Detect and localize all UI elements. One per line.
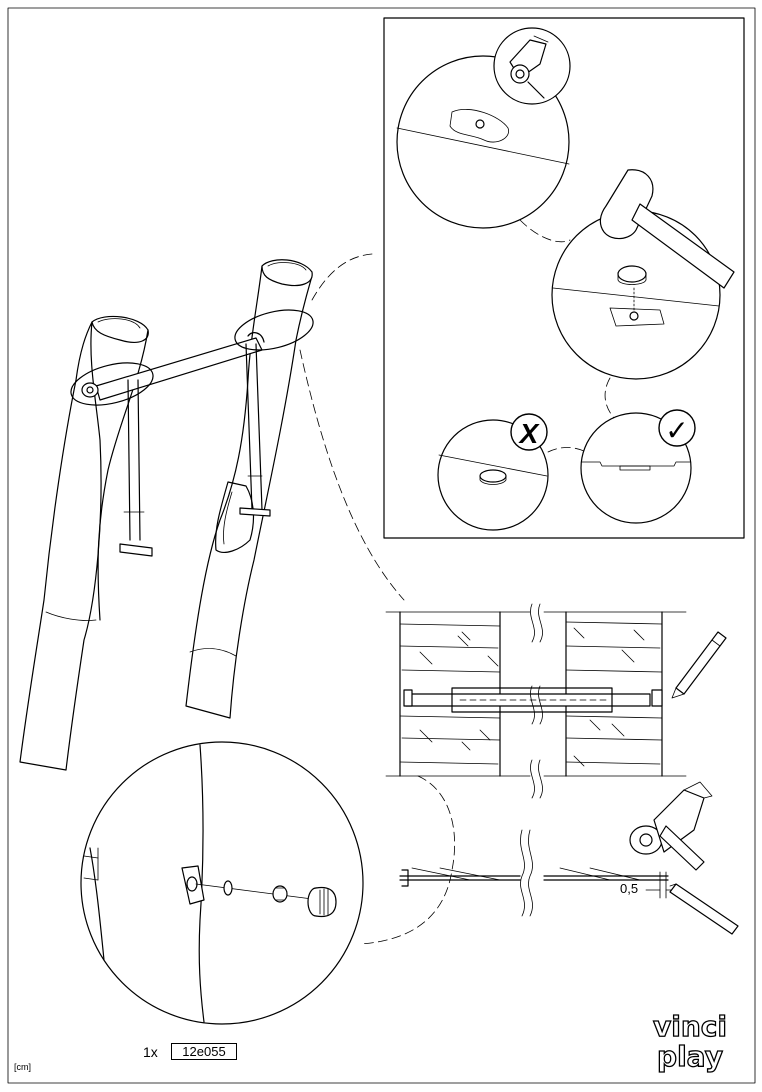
post-assembly	[19, 253, 405, 771]
wrong-circle: X	[437, 413, 549, 531]
page-frame	[7, 7, 756, 1084]
right-post	[185, 259, 313, 719]
cut-detail	[399, 781, 739, 935]
wrong-mark: X	[518, 418, 541, 449]
drill-tool-circle	[493, 27, 571, 105]
quantity-label: 1x	[143, 1044, 158, 1060]
measurement-label: 0,5	[620, 881, 639, 896]
right-circle: ✓	[580, 409, 696, 524]
end-cap	[307, 886, 337, 918]
brand-logo-text: vinci	[653, 1010, 727, 1043]
grinder	[629, 781, 713, 871]
right-mark: ✓	[665, 414, 688, 447]
unit-label: [cm]	[14, 1062, 31, 1072]
brand-logo: vinci play	[652, 1010, 727, 1074]
part-code: 12e055	[171, 1043, 237, 1060]
cross-section	[385, 603, 727, 799]
zoom-circle	[80, 741, 455, 1025]
hammer-circle	[551, 169, 735, 380]
brand-logo-text-2: play	[657, 1040, 723, 1073]
left-post	[19, 315, 149, 771]
inset-panel: X ✓	[383, 17, 745, 539]
